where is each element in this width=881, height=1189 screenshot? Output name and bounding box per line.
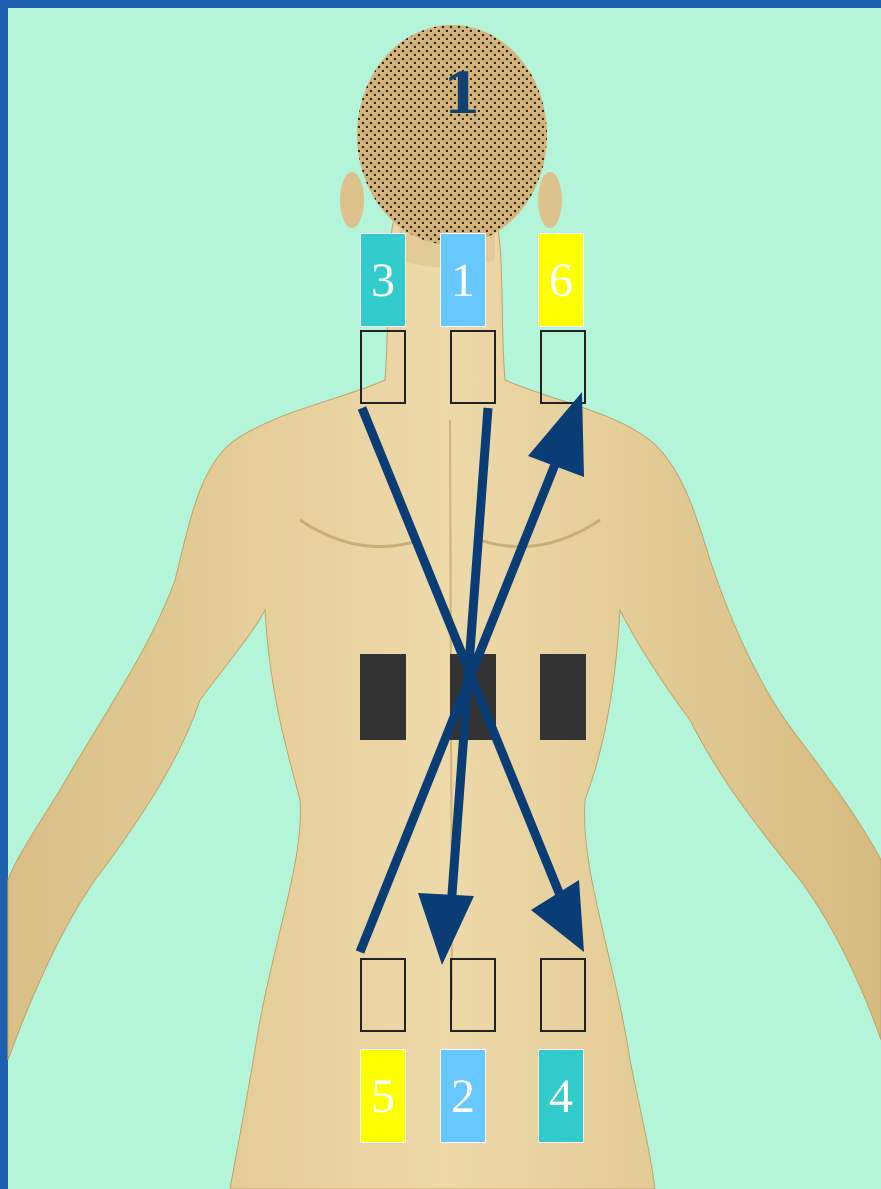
electrode-bottom-left: 5 — [360, 1049, 406, 1143]
electrode-top-right: 6 — [538, 233, 584, 327]
electrode-bottom-center: 2 — [440, 1049, 486, 1143]
electrode-top-center: 1 — [440, 233, 486, 327]
pad-middle-left — [360, 654, 406, 740]
pad-outline-top-left — [360, 330, 406, 404]
diagram-number: 1 — [437, 66, 487, 122]
torso-shape — [8, 215, 881, 1189]
pad-outline-top-center — [450, 330, 496, 404]
pad-outline-bottom-right — [540, 958, 586, 1032]
left-ear-icon — [340, 172, 364, 228]
pad-outline-top-right — [540, 330, 586, 404]
pad-middle-right — [540, 654, 586, 740]
electrode-bottom-right: 4 — [538, 1049, 584, 1143]
head-hair-icon — [357, 25, 547, 245]
pad-outline-bottom-left — [360, 958, 406, 1032]
electrode-top-left: 3 — [360, 233, 406, 327]
pad-outline-bottom-center — [450, 958, 496, 1032]
pad-middle-center — [450, 654, 496, 740]
right-ear-icon — [538, 172, 562, 228]
